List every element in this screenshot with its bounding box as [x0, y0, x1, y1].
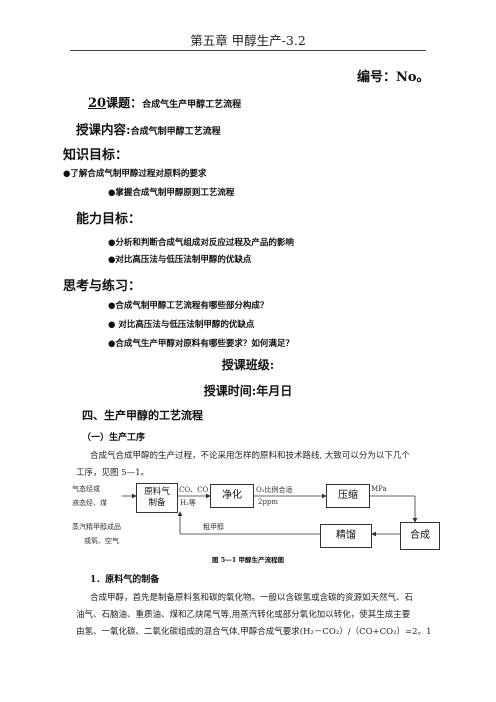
topic-title: 合成气生产甲醇工艺流程 [142, 100, 242, 110]
ability-item: ●对比高压法与低压法制甲醇的优缺点 [108, 255, 252, 265]
knowledge-item: ●掌握合成气制甲醇原则工艺流程 [108, 188, 235, 198]
content-value: 合成气制甲醇工艺流程 [130, 127, 221, 137]
knowledge-heading: 知识目标： [63, 148, 129, 163]
practice-item: ●合成气制甲醇工艺流程有哪些部分构成？ [108, 301, 269, 311]
practice-item: ● 对比高压法与低压法制甲醇的优缺点 [108, 320, 255, 330]
product-label: 蒸汽精甲醇成品 [72, 523, 121, 531]
co-label: CO、CO [179, 486, 209, 494]
subsection-heading: （一）生产工序 [82, 433, 146, 443]
flow-diagram: 原料气 制备 净化 压缩 精馏 合成 气态烃或 液态烃、煤 CO、CO H₂等 … [70, 482, 440, 552]
subsection-heading: 1．原料气的制备 [90, 575, 160, 585]
header-rule [70, 50, 426, 51]
synthesis-box: 合成 [400, 522, 440, 550]
paragraph-line: 合成气合成甲醇的生产过程，不论采用怎样的原料和技术路线, 大致可以分为以下几个 [90, 451, 410, 461]
ability-item: ●分析和判断合成气组成对反应过程及产品的影响 [108, 238, 294, 248]
ability-heading: 能力目标： [76, 212, 142, 227]
flow-arrows [122, 493, 418, 537]
oxygen-label: 或氧、空气 [84, 537, 119, 545]
topic-label: 课题： [106, 96, 143, 110]
compress-box: 压缩 [326, 484, 370, 508]
paragraph-line: 由氢、一氧化碳、二氧化碳组成的混合气体,甲醇合成气要求(H₂－CO₂）/（CO+… [76, 627, 432, 637]
section-heading: 四、生产甲醇的工艺流程 [82, 409, 203, 422]
input-label: 液态烃、煤 [72, 499, 107, 507]
practice-item: ●合成气生产甲醇对原料有哪些要求？如何满足？ [108, 339, 294, 349]
input-label: 气态烃或 [72, 485, 100, 493]
content-line: 授课内容:合成气制甲醇工艺流程 [76, 119, 221, 138]
topic-number: 20 [88, 96, 107, 111]
practice-heading: 思考与练习： [63, 279, 142, 294]
pressure-label: MPa [371, 485, 387, 493]
class-label: 授课班级: [221, 358, 275, 372]
distill-box: 精馏 [320, 524, 372, 548]
figure-caption: 图 5—1 甲醇生产流程图 [211, 556, 285, 564]
ratio-label: O₂比例合适 [256, 486, 293, 494]
h2-label: H₂等 [180, 499, 196, 507]
content-label: 授课内容: [76, 122, 131, 137]
purify-box: 净化 [210, 484, 254, 508]
knowledge-item: ●了解合成气制甲醇过程对原料的要求 [63, 169, 207, 179]
topic-line: 20课题：合成气生产甲醇工艺流程 [88, 94, 241, 111]
feed-box: 原料气 制备 [136, 483, 178, 513]
ppm-label: 2ppm [258, 498, 279, 506]
serial-number: 编号：No。 [357, 70, 430, 85]
paragraph-line: 油气、石脑油、重质油、煤和乙炔尾气等,用蒸汽转化或部分氧化加以转化，使其生成主要 [76, 610, 411, 620]
paragraph-line: 工序，见图 5—1。 [76, 468, 150, 478]
crude-methanol-label: 粗甲醇 [203, 523, 224, 531]
paragraph-line: 合成甲醇，首先是制备原料氢和碳的氧化物。一般以含碳氢或含碳的资源如天然气、石 [90, 593, 414, 603]
time-label: 授课时间:年月日 [203, 384, 293, 398]
page-header: 第五章 甲醇生产-3.2 [190, 33, 306, 48]
